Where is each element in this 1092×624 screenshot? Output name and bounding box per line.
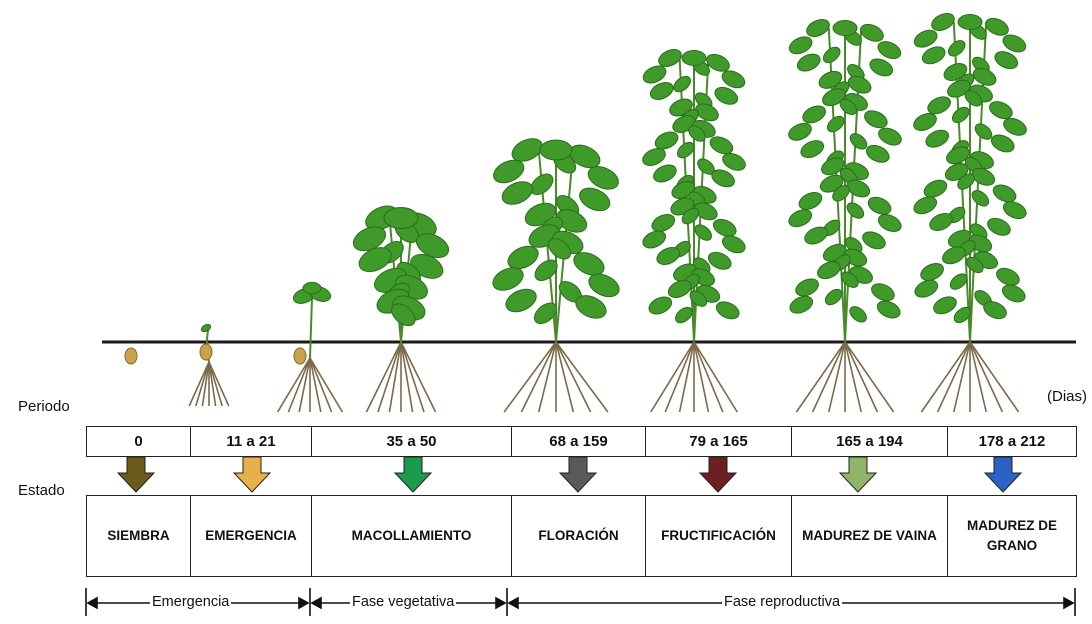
phase-reproductiva-label: Fase reproductiva bbox=[722, 594, 842, 610]
stage-arrow-2 bbox=[234, 457, 270, 492]
stage-arrow-5 bbox=[700, 457, 736, 492]
phase-vegetativa-label: Fase vegetativa bbox=[350, 594, 456, 610]
stage-arrow-7 bbox=[985, 457, 1021, 492]
phase-brackets bbox=[86, 588, 1075, 616]
stage-arrow-6 bbox=[840, 457, 876, 492]
stage-arrow-3 bbox=[395, 457, 431, 492]
stage-arrow-4 bbox=[560, 457, 596, 492]
phase-emergencia-label: Emergencia bbox=[150, 594, 231, 610]
stage-arrow-1 bbox=[118, 457, 154, 492]
